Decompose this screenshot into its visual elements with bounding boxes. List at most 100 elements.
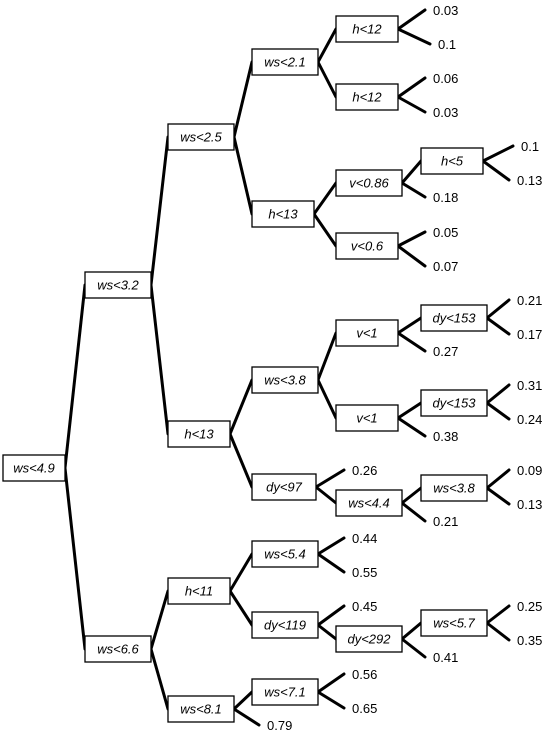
edge-n3-n21 xyxy=(149,589,170,651)
split-node-n22: ws<8.1 xyxy=(167,695,235,723)
split-node-label: ws<3.8 xyxy=(264,373,306,388)
split-node-label: ws<2.1 xyxy=(264,55,306,70)
split-node-n15: v<1 xyxy=(335,319,399,347)
leaf-value-l21: 0.55 xyxy=(352,565,377,580)
edge-n8-l1 xyxy=(396,8,427,31)
split-node-n14: dy<97 xyxy=(251,473,317,501)
edge-n22-n27 xyxy=(232,690,254,711)
leaf-value-l22: 0.45 xyxy=(352,599,377,614)
split-node-box xyxy=(251,611,319,639)
leaf-value-l27: 0.65 xyxy=(352,701,377,716)
leaf-value-l23: 0.25 xyxy=(517,599,542,614)
edge-n16-l15 xyxy=(396,416,427,438)
edge-n11-l9 xyxy=(396,244,427,268)
edge-n19-l19 xyxy=(400,501,427,523)
leaf-value-l17: 0.09 xyxy=(517,463,542,478)
split-node-n5: h<13 xyxy=(167,420,231,448)
split-node-box xyxy=(251,678,319,706)
edge-n9-l4 xyxy=(396,95,427,114)
leaf-value-l18: 0.13 xyxy=(517,497,542,512)
split-node-box xyxy=(420,609,488,637)
leaf-value-l15: 0.38 xyxy=(433,429,458,444)
split-node-label: ws<2.5 xyxy=(180,130,222,145)
split-node-n1: ws<4.9 xyxy=(2,454,66,482)
split-node-label: v<0.6 xyxy=(351,239,384,254)
split-node-n27: ws<7.1 xyxy=(251,678,319,706)
edge-n6-n9 xyxy=(316,60,338,99)
split-node-box xyxy=(420,147,484,175)
split-node-label: h<11 xyxy=(185,584,213,599)
leaf-value-l10: 0.21 xyxy=(517,293,542,308)
split-node-n23: ws<5.4 xyxy=(251,540,319,568)
split-node-box xyxy=(167,577,231,605)
split-node-label: ws<4.4 xyxy=(348,496,390,511)
edge-n26-l24 xyxy=(485,621,511,642)
edge-n18-l14 xyxy=(485,401,511,421)
leaf-value-l24: 0.35 xyxy=(517,633,542,648)
split-node-box xyxy=(251,473,317,501)
edge-n17-l11 xyxy=(485,316,511,336)
leaf-value-l1: 0.03 xyxy=(433,3,458,18)
split-node-label: ws<7.1 xyxy=(264,685,306,700)
leaf-value-l5: 0.1 xyxy=(521,139,539,154)
split-node-box xyxy=(84,271,152,299)
split-node-label: h<13 xyxy=(184,427,214,442)
edge-n13-n16 xyxy=(316,378,338,420)
edge-n17-l10 xyxy=(485,298,511,320)
split-node-n10: v<0.86 xyxy=(335,169,403,197)
edge-n20-l17 xyxy=(485,468,511,490)
split-node-label: ws<5.7 xyxy=(433,616,475,631)
edge-n1-n3 xyxy=(63,466,87,651)
split-node-box xyxy=(335,319,399,347)
edge-n12-l6 xyxy=(481,159,511,182)
edge-n5-n13 xyxy=(228,378,254,436)
leaf-value-l8: 0.05 xyxy=(433,225,458,240)
split-node-label: v<0.86 xyxy=(349,176,389,191)
leaf-value-l6: 0.13 xyxy=(517,173,542,188)
edge-n25-l25 xyxy=(400,637,427,659)
edge-n8-l2 xyxy=(396,27,432,46)
edge-n2-n5 xyxy=(149,283,170,436)
split-node-n21: h<11 xyxy=(167,577,231,605)
split-node-box xyxy=(167,695,235,723)
edge-n6-n8 xyxy=(316,27,338,64)
split-node-label: h<12 xyxy=(352,22,382,37)
split-node-label: ws<4.9 xyxy=(13,461,55,476)
split-node-n7: h<13 xyxy=(251,200,315,228)
split-node-box xyxy=(251,200,315,228)
edges xyxy=(63,8,515,727)
split-node-label: ws<6.6 xyxy=(97,642,139,657)
edge-n14-l16 xyxy=(314,468,346,489)
edge-n21-n24 xyxy=(228,589,254,627)
split-node-box xyxy=(335,404,399,432)
edge-n7-n11 xyxy=(312,212,338,248)
edge-n16-n18 xyxy=(396,401,423,420)
split-node-label: ws<5.4 xyxy=(264,547,306,562)
edge-n18-l13 xyxy=(485,383,511,405)
edge-n3-n22 xyxy=(149,647,170,711)
split-node-label: h<5 xyxy=(441,154,464,169)
split-node-n4: ws<2.5 xyxy=(167,123,235,151)
split-node-box xyxy=(84,635,152,663)
split-node-n17: dy<153 xyxy=(420,304,488,332)
split-node-n25: dy<292 xyxy=(335,625,403,653)
edge-n26-l23 xyxy=(485,604,511,625)
edge-n23-l20 xyxy=(316,536,346,556)
leaf-value-l13: 0.31 xyxy=(517,378,542,393)
leaf-values: 0.030.10.060.030.10.130.180.050.070.210.… xyxy=(267,3,542,733)
split-node-box xyxy=(251,540,319,568)
split-node-n24: dy<119 xyxy=(251,611,319,639)
split-nodes: ws<4.9ws<3.2ws<6.6ws<2.5h<13ws<2.1h<13h<… xyxy=(2,15,488,723)
edge-n4-n7 xyxy=(232,135,254,216)
split-node-n12: h<5 xyxy=(420,147,484,175)
edge-n5-n14 xyxy=(228,432,254,489)
edge-n24-l22 xyxy=(316,604,346,627)
edge-n14-n19 xyxy=(314,485,338,505)
edge-n24-n25 xyxy=(316,623,338,641)
split-node-n11: v<0.6 xyxy=(335,232,399,260)
leaf-value-l28: 0.79 xyxy=(267,718,292,733)
split-node-label: dy<153 xyxy=(432,396,476,411)
split-node-n19: ws<4.4 xyxy=(335,489,403,517)
edge-n13-n15 xyxy=(316,331,338,382)
leaf-value-l25: 0.41 xyxy=(433,650,458,665)
